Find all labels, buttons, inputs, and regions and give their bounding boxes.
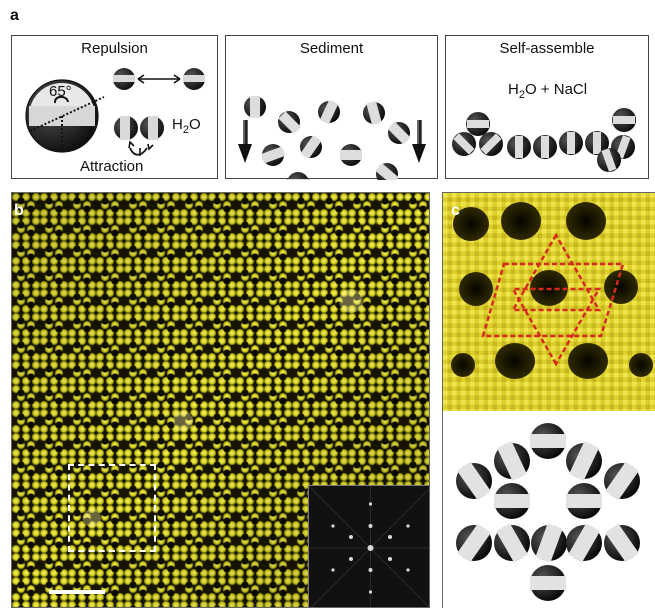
water-label: H2O bbox=[172, 116, 201, 136]
self-assemble-diagram bbox=[452, 108, 636, 172]
panel-c-frame bbox=[442, 192, 655, 609]
panel-c-micrograph bbox=[443, 193, 655, 411]
panel-c-model-area bbox=[443, 411, 655, 609]
panel-a-letter: a bbox=[10, 7, 19, 24]
scale-bar bbox=[49, 590, 105, 594]
self-assembled-chain bbox=[452, 108, 636, 172]
janus-sphere-large: 65° bbox=[25, 79, 105, 153]
kagome-overlay bbox=[481, 232, 625, 367]
attraction-label: Attraction bbox=[80, 158, 144, 175]
attraction-pair bbox=[114, 116, 164, 156]
sediment-diagram bbox=[238, 96, 426, 180]
fft-inset bbox=[308, 485, 429, 607]
self-assemble-title: Self-assemble bbox=[499, 40, 595, 57]
repulsion-pair-top bbox=[113, 68, 205, 90]
sediment-particles bbox=[244, 96, 411, 180]
self-assemble-box: Self-assemble H2O + NaCl bbox=[445, 35, 649, 179]
kagome-model bbox=[456, 423, 640, 601]
sediment-box: Sediment bbox=[225, 35, 438, 180]
sediment-title: Sediment bbox=[299, 40, 364, 57]
microscopy-panel-b bbox=[11, 192, 430, 608]
angle-label: 65° bbox=[49, 83, 72, 100]
dark-holes bbox=[451, 202, 653, 379]
repulsion-title: Repulsion bbox=[81, 40, 148, 57]
model-spheres bbox=[456, 423, 640, 601]
salt-formula: H2O + NaCl bbox=[508, 81, 588, 101]
panel-b-letter: b bbox=[14, 202, 24, 219]
fft-pattern bbox=[309, 486, 429, 607]
down-arrow-left bbox=[238, 120, 252, 163]
selection-box bbox=[68, 464, 156, 552]
repulsion-box: Repulsion 65° bbox=[11, 35, 218, 179]
down-arrow-right bbox=[412, 120, 426, 163]
panel-c-letter: c bbox=[451, 202, 460, 219]
repulsion-diagram: 65° H2O bbox=[25, 68, 205, 156]
